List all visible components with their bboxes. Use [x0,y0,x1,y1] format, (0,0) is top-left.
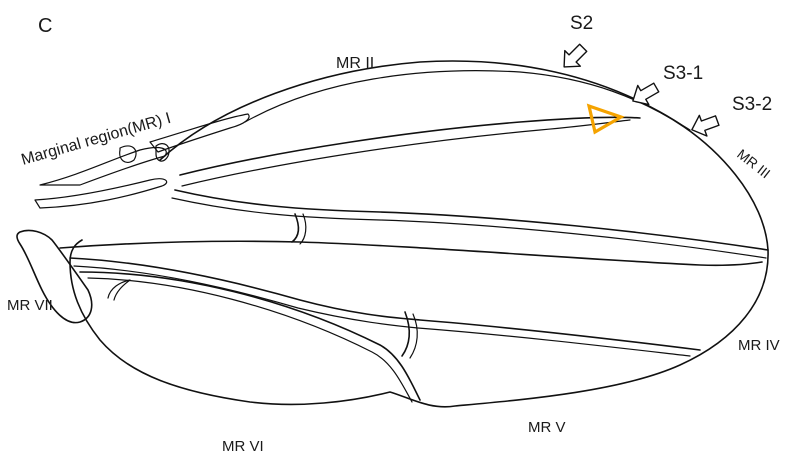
wing-outline [70,61,768,407]
vein-r23 [180,117,640,175]
vein-m [60,241,762,265]
cross-vein-anterior-2 [300,214,306,244]
label-s3-1: S3-1 [663,63,703,84]
arrow-icon-s2 [556,40,591,75]
arrow-icon-s3-2 [688,110,721,140]
panel-letter: C [38,15,52,37]
base-sclerite-2 [35,179,167,208]
vein-a1 [80,272,420,400]
label-mr-ii: MR II [336,55,374,72]
cross-vein-anterior [292,214,298,242]
label-mr-v: MR V [528,419,566,436]
label-mr-vii: MR VII [7,297,53,314]
alula-vein [108,280,130,300]
triangle-marker-icon [589,106,621,132]
arrow-icon-s3-1 [627,78,661,111]
label-mr-iv: MR IV [738,337,780,354]
vein-cu-lower [74,266,690,356]
vein-cu [70,258,700,350]
label-s2: S2 [570,13,593,34]
label-s3-2: S3-2 [732,94,772,115]
label-mr-vi: MR VI [222,438,264,455]
cross-vein-posterior-2 [410,314,417,358]
label-mr-iii: MR III [734,146,773,182]
vein-r23-lower [182,120,630,186]
vein-r45-lower [172,198,766,258]
